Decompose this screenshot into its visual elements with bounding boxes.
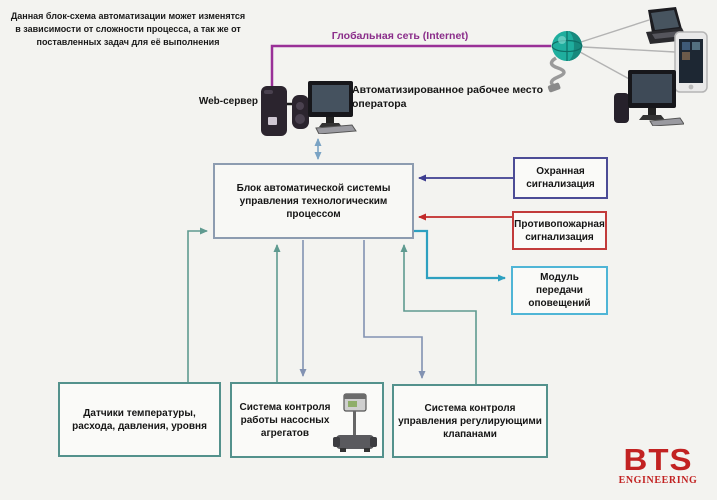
logo-name: BTS — [623, 442, 693, 477]
security-alarm-label: Охранная сигнализация — [526, 166, 595, 190]
webserver-label: Web-сервер — [198, 96, 258, 107]
central-control-label: Блок автоматической системы управления т… — [236, 182, 391, 220]
tablet-icon — [674, 31, 708, 93]
note-text: Данная блок-схема автоматизации может из… — [10, 11, 246, 48]
internet-label: Глобальная сеть (Internet) — [331, 30, 469, 42]
notification-module-label: Модуль передачи оповещений — [528, 272, 591, 309]
operator-workstation-label: Автоматизированное рабочее место операто… — [352, 84, 544, 111]
globe-internet-icon — [547, 31, 583, 93]
valve-control-box: Система контроля управления регулирующим… — [392, 384, 548, 458]
web-server-icon — [261, 86, 287, 136]
wire-central-notify — [413, 229, 506, 282]
central-control-box: Блок автоматической системы управления т… — [213, 163, 414, 239]
wire-central-valves — [363, 240, 426, 379]
sensors-box: Датчики температуры, расхода, давления, … — [58, 382, 221, 457]
fire-alarm-label: Противопожарная сигнализация — [514, 218, 605, 243]
sensors-label: Датчики температуры, расхода, давления, … — [72, 407, 207, 432]
security-alarm-box: Охранная сигнализация — [513, 157, 608, 199]
company-logo: BTS ENGINEERING — [608, 444, 708, 486]
operator-workstation-icon — [292, 81, 357, 134]
notification-module-box: Модуль передачи оповещений — [511, 266, 608, 315]
wire-valves-central — [400, 244, 477, 384]
fire-alarm-box: Противопожарная сигнализация — [512, 211, 607, 250]
pump-unit-icon — [333, 393, 377, 452]
pump-control-label: Система контроля работы насосных агрегат… — [239, 401, 331, 439]
pump-control-box: Система контроля работы насосных агрегат… — [230, 382, 384, 458]
valve-control-label: Система контроля управления регулирующим… — [398, 402, 542, 440]
logo-subtitle: ENGINEERING — [618, 475, 698, 487]
desktop-computer-icon — [614, 70, 684, 126]
wire-sensors-central — [187, 227, 208, 382]
